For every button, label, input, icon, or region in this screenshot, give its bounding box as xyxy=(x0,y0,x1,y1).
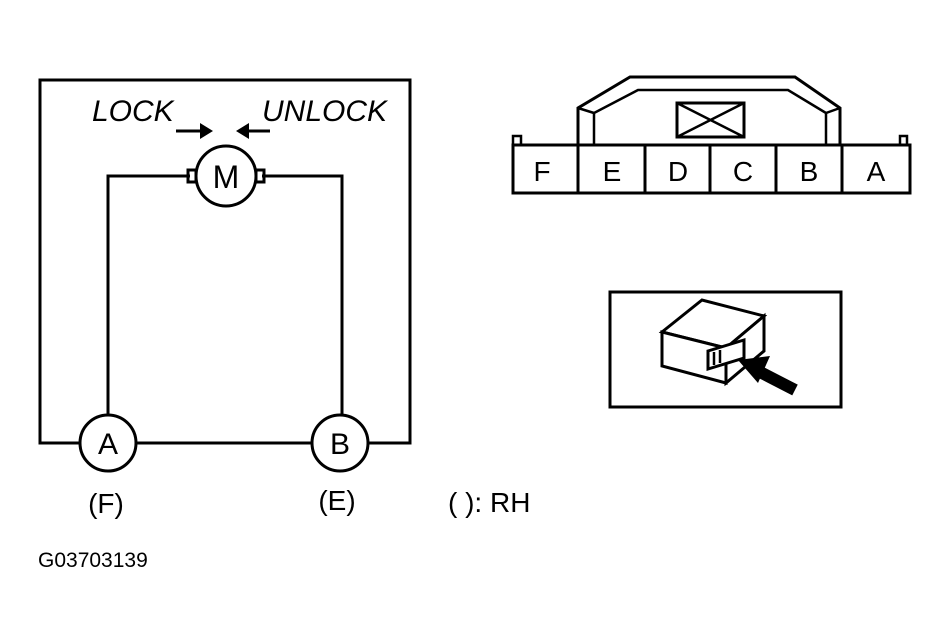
lock-label: LOCK xyxy=(92,95,176,128)
rh-note: ( ): RH xyxy=(448,487,530,518)
terminal-a xyxy=(78,413,138,473)
terminal-a-rh-label: (F) xyxy=(88,488,124,519)
wire-a xyxy=(106,174,190,415)
connector-hood xyxy=(576,75,842,145)
connector-location-view xyxy=(608,290,843,409)
connector-lock-tab-icon xyxy=(675,101,746,139)
terminal-a-label: A xyxy=(98,428,118,461)
connector-hood-inner xyxy=(592,88,828,145)
unlock-label: UNLOCK xyxy=(262,95,389,128)
figure-code: G03703139 xyxy=(38,549,148,572)
pin-label: E xyxy=(603,156,622,187)
connector-face: F E D C B A xyxy=(511,75,912,195)
motor-label: M xyxy=(213,159,240,195)
insertion-arrow-icon xyxy=(738,356,798,396)
actuator-schematic: M LOCK UNLOCK A B (F) (E) ( ): RH xyxy=(38,78,530,519)
terminal-b-rh-label: (E) xyxy=(318,485,355,516)
pin-label: F xyxy=(533,156,550,187)
pin-label: B xyxy=(800,156,819,187)
pin-label: D xyxy=(668,156,688,187)
terminal-b-label: B xyxy=(330,428,350,461)
wire-b xyxy=(262,174,344,415)
pin-dividers xyxy=(576,145,844,193)
lock-arrow-icon xyxy=(176,123,213,139)
unlock-arrow-icon xyxy=(236,123,270,139)
motor-symbol xyxy=(194,144,258,208)
terminal-b xyxy=(310,413,370,473)
location-view-frame xyxy=(608,290,843,409)
outer-frame xyxy=(38,78,412,445)
actuator-block-icon xyxy=(658,298,768,387)
pin-label: A xyxy=(867,156,886,187)
pin-label: C xyxy=(733,156,753,187)
